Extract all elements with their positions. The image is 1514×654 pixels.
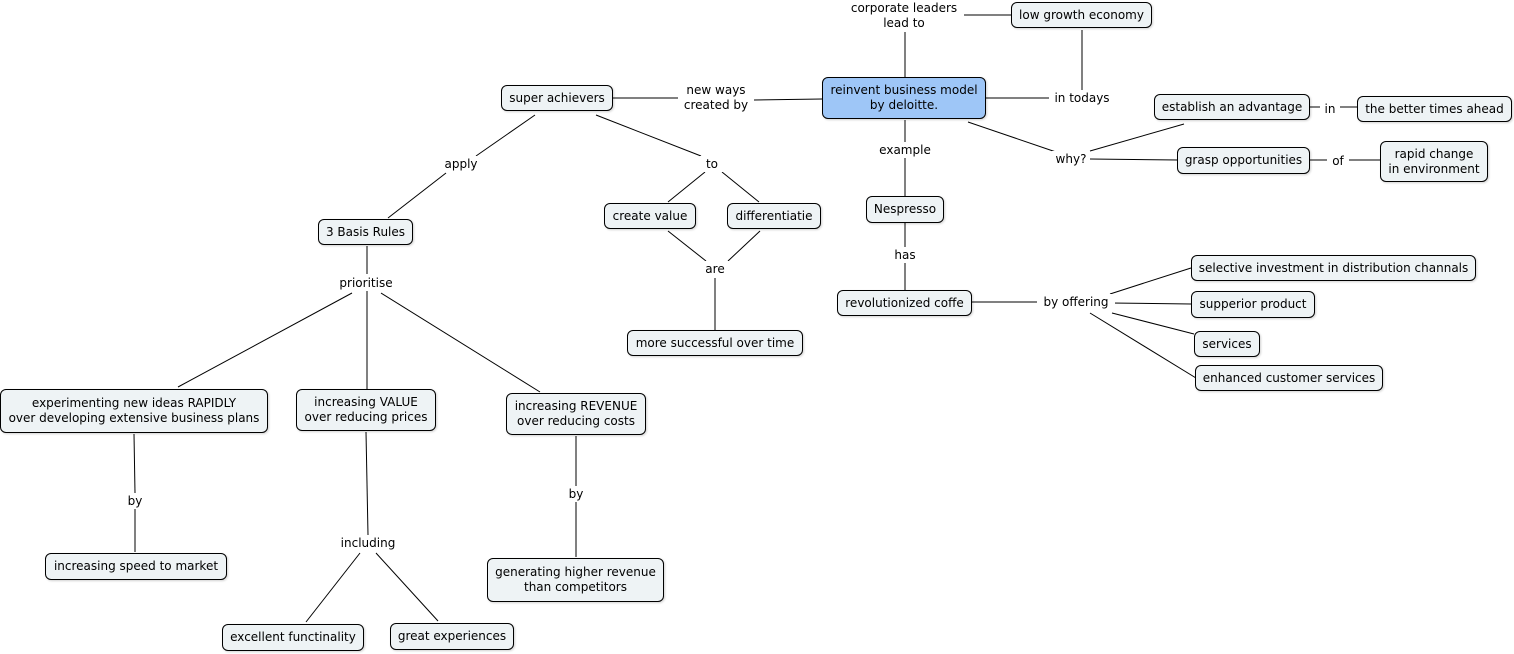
node-3-basis-rules[interactable]: 3 Basis Rules (318, 219, 413, 245)
connector-line (1111, 312, 1195, 335)
node-reinvent-business-model[interactable]: reinvent business model by deloitte. (822, 77, 986, 119)
node-nespresso[interactable]: Nespresso (866, 196, 944, 223)
node-supperior-product[interactable]: supperior product (1191, 291, 1315, 318)
connector-line (595, 114, 702, 157)
node-grasp-opportunities[interactable]: grasp opportunities (1177, 147, 1310, 174)
node-revolutionized-coffe[interactable]: revolutionized coffe (837, 290, 972, 316)
link-are: are (700, 261, 730, 277)
connector-line (721, 171, 760, 203)
node-low-growth-economy[interactable]: low growth economy (1011, 2, 1152, 28)
node-enhanced-customer-services[interactable]: enhanced customer services (1195, 365, 1383, 391)
link-by-revenue: by (564, 486, 588, 502)
connector-line (305, 552, 361, 623)
link-of: of (1327, 153, 1349, 169)
node-generating-higher-revenue[interactable]: generating higher revenue than competito… (487, 558, 664, 602)
node-establish-advantage[interactable]: establish an advantage (1154, 94, 1310, 120)
link-new-ways: new ways created by (678, 82, 754, 114)
node-increasing-value[interactable]: increasing VALUE over reducing prices (296, 389, 436, 431)
link-by-offering: by offering (1037, 294, 1115, 310)
connector-line (1089, 158, 1179, 161)
connector-line (1089, 123, 1185, 152)
connector-line (375, 552, 439, 622)
connector-line (727, 230, 761, 262)
link-in: in (1320, 101, 1340, 117)
link-prioritise: prioritise (333, 275, 399, 291)
node-create-value[interactable]: create value (604, 203, 696, 229)
connector-line (1109, 267, 1192, 295)
link-corporate-leaders: corporate leaders lead to (844, 0, 964, 32)
node-super-achievers[interactable]: super achievers (501, 85, 613, 111)
connector-line (177, 292, 353, 388)
connector-line (133, 433, 136, 494)
node-great-experiences[interactable]: great experiences (390, 623, 514, 650)
link-why: why? (1052, 151, 1090, 167)
connector-line (387, 172, 447, 219)
connector-line (365, 431, 369, 536)
link-including: including (335, 535, 401, 551)
node-rapid-change[interactable]: rapid change in environment (1380, 141, 1488, 182)
link-example: example (873, 142, 937, 158)
node-increasing-revenue[interactable]: increasing REVENUE over reducing costs (506, 393, 646, 435)
node-increasing-speed[interactable]: increasing speed to market (45, 553, 227, 580)
link-to: to (700, 156, 724, 172)
link-by-speed: by (123, 493, 147, 509)
connector-line (667, 230, 707, 262)
node-selective-investment[interactable]: selective investment in distribution cha… (1191, 255, 1476, 281)
connector-line (967, 121, 1057, 153)
connector-line (475, 114, 536, 157)
node-excellent-functinality[interactable]: excellent functinality (222, 624, 364, 651)
connector-line (380, 292, 541, 393)
connector-line (1109, 302, 1192, 305)
node-experimenting-new-ideas[interactable]: experimenting new ideas RAPIDLY over dev… (0, 389, 268, 433)
connector-line (667, 171, 706, 203)
link-has: has (889, 247, 921, 263)
node-services[interactable]: services (1194, 331, 1260, 357)
link-apply: apply (440, 156, 482, 172)
node-better-times-ahead[interactable]: the better times ahead (1357, 96, 1512, 122)
link-in-todays: in todays (1049, 90, 1115, 106)
node-differentiatie[interactable]: differentiatie (727, 203, 821, 229)
connector-line (1089, 312, 1197, 379)
node-more-successful[interactable]: more successful over time (627, 330, 803, 356)
connector-line (753, 98, 823, 101)
